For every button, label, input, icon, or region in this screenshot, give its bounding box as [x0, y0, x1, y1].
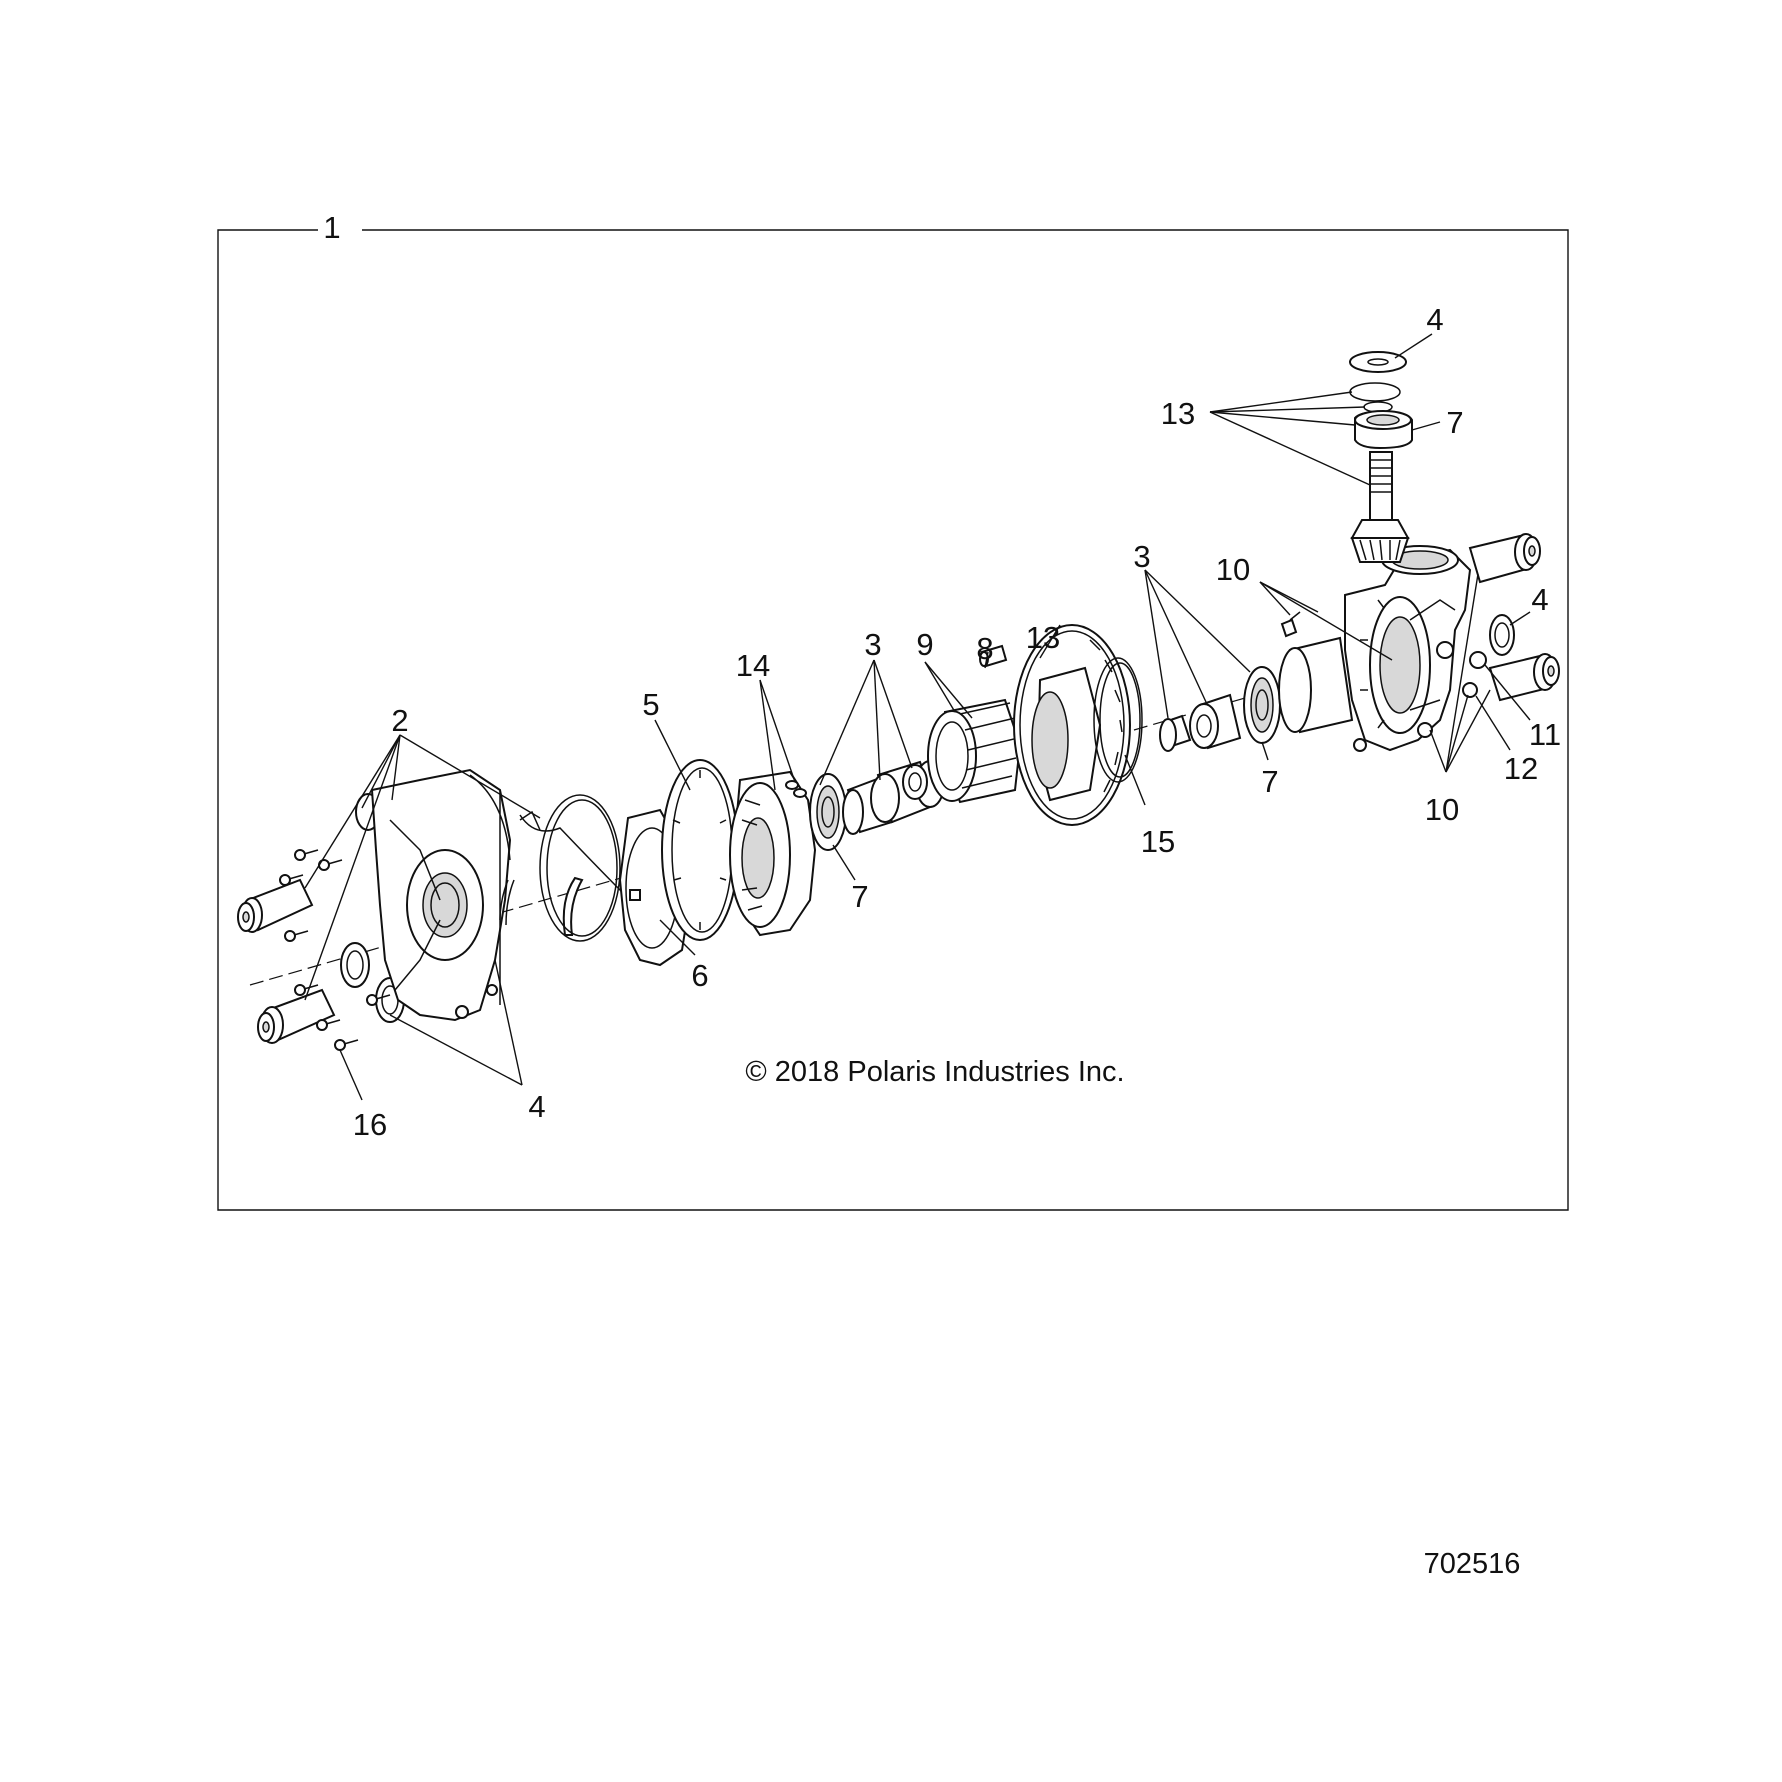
- callout-5: 5: [642, 687, 659, 722]
- seal-right: [1489, 614, 1515, 656]
- spline-shaft-mid: [842, 760, 945, 835]
- bushing-lower-right: [1488, 653, 1560, 702]
- plug-12: [1462, 682, 1478, 698]
- leader-lines: [304, 333, 1531, 1101]
- callout-7-mid: 7: [851, 879, 868, 914]
- callout-3-right: 3: [1133, 539, 1150, 574]
- bearing-right: [1243, 666, 1281, 744]
- bushings-right: [1159, 693, 1242, 752]
- ring-gear: [1013, 624, 1131, 826]
- callout-2: 2: [391, 703, 408, 738]
- callout-7-top: 7: [1446, 405, 1463, 440]
- roller-cage: [927, 698, 1022, 804]
- shim-ring: [1093, 657, 1143, 783]
- pinion-gear: [1350, 537, 1410, 563]
- callout-13-top: 13: [1161, 396, 1195, 431]
- seal-left-a: [340, 942, 370, 988]
- callout-10-lower: 10: [1425, 792, 1459, 827]
- callout-6: 6: [691, 958, 708, 993]
- bushing-upper-left: [237, 878, 314, 933]
- cap-washer: [1349, 351, 1407, 373]
- frame-label: 1: [323, 210, 340, 245]
- left-housing-group: [237, 768, 584, 1051]
- callout-13-gear: 13: [1026, 620, 1060, 655]
- callout-16: 16: [353, 1107, 387, 1142]
- callout-3-mid: 3: [864, 627, 881, 662]
- right-housing-group: [1280, 533, 1560, 752]
- friction-ring: [661, 759, 739, 941]
- pinion-stack: [1349, 351, 1413, 563]
- callout-4-top: 4: [1426, 302, 1443, 337]
- callout-15: 15: [1141, 824, 1175, 859]
- callout-4-right: 4: [1531, 582, 1548, 617]
- drawing-number: 702516: [1424, 1548, 1521, 1580]
- sensor-ring: [519, 794, 641, 942]
- callout-11: 11: [1529, 717, 1561, 752]
- callout-9: 9: [916, 627, 933, 662]
- callout-8: 8: [976, 631, 993, 666]
- callout-12: 12: [1504, 751, 1538, 786]
- callout-7-right: 7: [1261, 764, 1278, 799]
- pin: [979, 644, 1008, 668]
- snap-ring: [1349, 382, 1401, 402]
- sleeve: [1278, 636, 1354, 734]
- bushing-lower-left: [257, 988, 336, 1044]
- callout-14: 14: [736, 648, 770, 683]
- bushing-upper-right: [1468, 533, 1541, 584]
- callout-10-upper: 10: [1216, 552, 1250, 587]
- pinion-shaft: [1369, 451, 1393, 521]
- clutch-housing: [729, 770, 817, 937]
- gasket-strip: [499, 879, 515, 926]
- plug-11: [1469, 651, 1487, 669]
- bearing-mid: [809, 773, 847, 851]
- callout-labels: 2 4 16 6 5 14 7 3 9 8 13 15 3 7 10 10 4 …: [353, 302, 1561, 1142]
- copyright-text: © 2018 Polaris Industries Inc.: [745, 1056, 1124, 1088]
- assembly-frame: 1: [217, 210, 1569, 1211]
- callout-4-bottom: 4: [528, 1089, 545, 1124]
